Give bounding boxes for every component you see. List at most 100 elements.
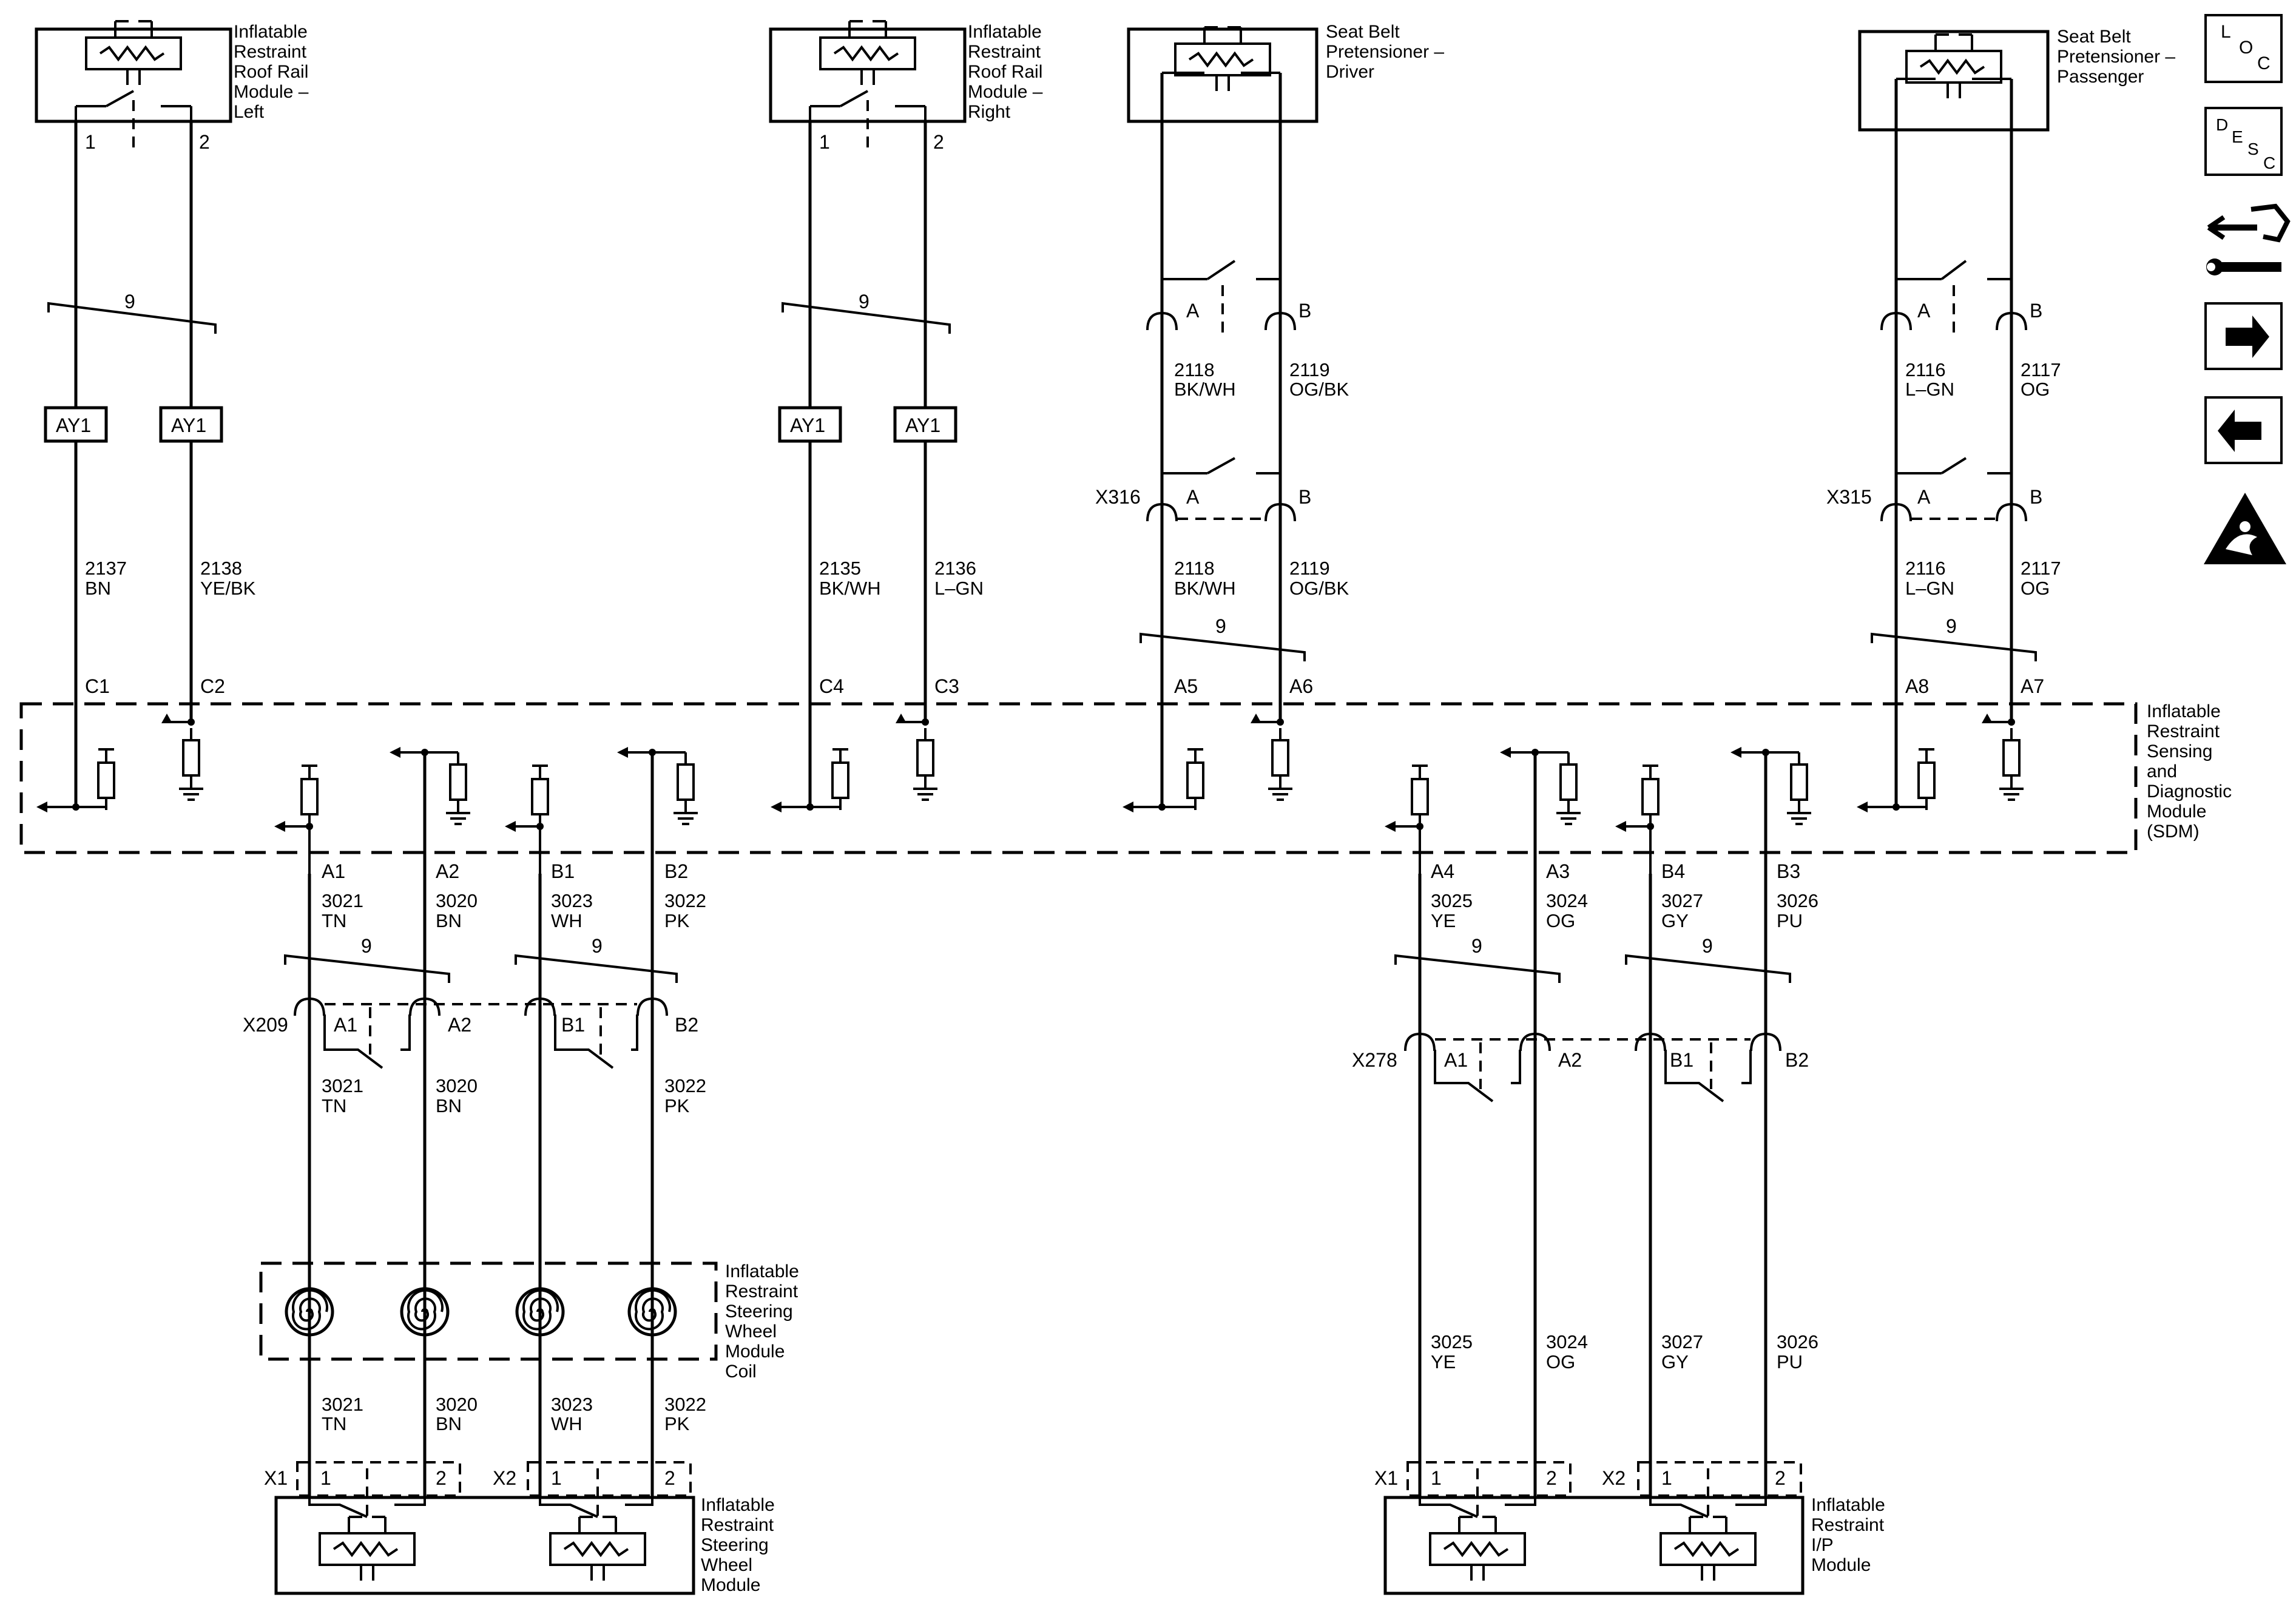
circuit-labels-bottom: 3021 TN 3020 BN 3023 WH 3022 PK 3021 TN … <box>322 890 1818 1434</box>
svg-text:X1: X1 <box>1374 1467 1398 1489</box>
desc-icon[interactable]: D E S C <box>2204 107 2283 176</box>
svg-text:3025: 3025 <box>1431 1331 1473 1352</box>
svg-text:3026: 3026 <box>1777 890 1818 911</box>
component-label: Inflatable Restraint Roof Rail Module – … <box>234 22 314 122</box>
svg-text:2117: 2117 <box>2021 558 2061 579</box>
svg-text:D: D <box>2216 115 2228 134</box>
svg-text:B1: B1 <box>551 860 575 882</box>
svg-text:3021: 3021 <box>322 1394 363 1415</box>
svg-text:2138: 2138 <box>200 558 242 579</box>
pretensioner-passenger: Seat Belt Pretensioner – Passenger <box>1858 27 2175 132</box>
svg-text:C3: C3 <box>934 675 959 697</box>
svg-text:X1: X1 <box>264 1467 288 1489</box>
svg-text:C2: C2 <box>200 675 225 697</box>
svg-text:C: C <box>2263 154 2275 172</box>
svg-text:PK: PK <box>664 1095 690 1116</box>
svg-text:GY: GY <box>1661 910 1689 931</box>
svg-text:PK: PK <box>664 910 690 931</box>
svg-text:B4: B4 <box>1661 860 1685 882</box>
svg-text:3027: 3027 <box>1661 1331 1703 1352</box>
svg-text:A1: A1 <box>1444 1049 1468 1071</box>
svg-text:A3: A3 <box>1546 860 1570 882</box>
svg-text:A: A <box>1186 486 1200 508</box>
pretensioner-driver: Seat Belt Pretensioner – Driver <box>1127 22 1449 123</box>
svg-text:1: 1 <box>1661 1467 1672 1489</box>
svg-text:A1: A1 <box>334 1014 357 1036</box>
svg-text:L: L <box>2221 22 2231 42</box>
svg-text:C1: C1 <box>85 675 110 697</box>
svg-text:YE/BK: YE/BK <box>200 578 256 599</box>
svg-text:X278: X278 <box>1352 1049 1397 1071</box>
svg-text:2: 2 <box>436 1467 447 1489</box>
sdm-internal-top <box>36 714 2025 812</box>
connector-wrench-icon[interactable] <box>2206 203 2291 275</box>
svg-text:PU: PU <box>1777 910 1803 931</box>
sdm-label: Inflatable Restraint Sensing and Diagnos… <box>2147 701 2237 842</box>
loc-icon[interactable]: L O C <box>2204 14 2283 83</box>
svg-text:3021: 3021 <box>322 1075 363 1096</box>
svg-text:AY1: AY1 <box>56 414 91 436</box>
roof-rail-left-module: 1 2 Inflatable Restraint Roof Rail Modul… <box>35 20 314 155</box>
svg-text:3025: 3025 <box>1431 890 1473 911</box>
svg-text:9: 9 <box>124 291 135 312</box>
sdm-internal-bottom <box>274 747 1812 874</box>
svg-text:AY1: AY1 <box>905 414 940 436</box>
component-label: Inflatable Restraint Steering Wheel Modu… <box>701 1495 780 1595</box>
svg-text:TN: TN <box>322 910 346 931</box>
svg-text:WH: WH <box>551 910 582 931</box>
svg-text:O: O <box>2239 38 2253 58</box>
twisted-pair-marker: 9 <box>1394 935 1561 983</box>
svg-text:A2: A2 <box>1558 1049 1582 1071</box>
svg-text:A5: A5 <box>1174 675 1198 697</box>
svg-text:YE: YE <box>1431 910 1456 931</box>
sdm-pin-labels-bottom: A1 A2 B1 B2 A4 A3 B4 B3 <box>322 860 1800 882</box>
svg-text:A6: A6 <box>1289 675 1313 697</box>
svg-text:3027: 3027 <box>1661 890 1703 911</box>
svg-text:9: 9 <box>1471 935 1482 957</box>
svg-text:3023: 3023 <box>551 1394 593 1415</box>
arrow-right-icon[interactable] <box>2204 302 2283 370</box>
svg-text:B1: B1 <box>1670 1049 1693 1071</box>
esd-warning-icon[interactable] <box>2204 493 2286 564</box>
svg-text:B2: B2 <box>664 860 688 882</box>
svg-text:1: 1 <box>551 1467 562 1489</box>
component-label: Inflatable Restraint Steering Wheel Modu… <box>725 1261 804 1382</box>
twisted-pair-marker: 9 <box>1871 615 2037 661</box>
svg-text:A4: A4 <box>1431 860 1454 882</box>
twisted-pair-marker: 9 <box>515 935 678 983</box>
svg-text:3020: 3020 <box>436 1394 478 1415</box>
svg-text:B: B <box>2030 486 2042 508</box>
sdm-module: Inflatable Restraint Sensing and Diagnos… <box>19 701 2237 854</box>
svg-text:BN: BN <box>436 910 462 931</box>
roof-rail-right-module: 1 2 Inflatable Restraint Roof Rail Modul… <box>769 20 1043 155</box>
pin-2: 2 <box>199 131 210 153</box>
svg-text:2: 2 <box>1775 1467 1786 1489</box>
ip-module: X1 1 2 X2 1 2 Inflatable Restraint I/P M… <box>1374 1461 1885 1595</box>
svg-text:A7: A7 <box>2021 675 2044 697</box>
svg-text:3023: 3023 <box>551 890 593 911</box>
svg-text:B2: B2 <box>675 1014 698 1036</box>
steering-wheel-module: X1 1 2 X2 1 2 Inflatable Restraint Steer… <box>264 1461 780 1595</box>
svg-text:2116: 2116 <box>1905 359 1946 380</box>
svg-text:3020: 3020 <box>436 1075 478 1096</box>
svg-text:B1: B1 <box>561 1014 585 1036</box>
svg-text:TN: TN <box>322 1413 346 1434</box>
connector-x278: X278 A1 A2 B1 B2 <box>1352 1034 1809 1102</box>
svg-text:9: 9 <box>1702 935 1713 957</box>
svg-text:9: 9 <box>859 291 869 312</box>
svg-text:2117: 2117 <box>2021 359 2061 380</box>
splice-ay1: AY1 <box>44 406 108 443</box>
svg-text:S: S <box>2247 140 2259 158</box>
steering-wheel-coil: Inflatable Restraint Steering Wheel Modu… <box>259 1261 804 1382</box>
svg-text:A2: A2 <box>448 1014 471 1036</box>
svg-text:9: 9 <box>1215 615 1226 637</box>
svg-text:OG/BK: OG/BK <box>1289 379 1349 400</box>
twisted-pair-marker: 9 <box>284 935 450 983</box>
svg-text:2137: 2137 <box>85 558 127 579</box>
svg-text:BN: BN <box>436 1095 462 1116</box>
svg-text:L–GN: L–GN <box>1905 379 1954 400</box>
arrow-left-icon[interactable] <box>2204 396 2283 464</box>
component-label: Seat Belt Pretensioner – Driver <box>1326 22 1449 82</box>
wires-bottom <box>308 752 1768 1550</box>
